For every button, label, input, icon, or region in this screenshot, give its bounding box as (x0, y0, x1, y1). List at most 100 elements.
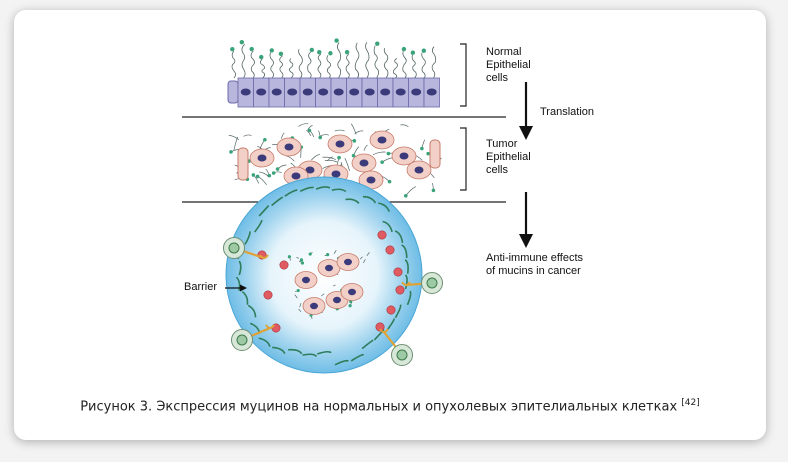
mucin-dot (403, 193, 408, 198)
mucin-dot (317, 49, 322, 55)
mucin-dot (307, 128, 312, 133)
immune-cells (223, 237, 443, 366)
mucin-strand (372, 151, 386, 156)
barrier-strand (241, 290, 249, 305)
mucin-dot (386, 151, 391, 156)
barrier-strand (378, 202, 391, 213)
mucin-strand (298, 308, 302, 312)
figure-caption: Рисунок 3. Экспрессия муцинов на нормаль… (14, 398, 766, 414)
mucin-strand (306, 129, 312, 137)
tumor-epithelial-layer (228, 123, 442, 198)
normal-epithelial-layer (227, 38, 440, 108)
mucin-strand (228, 135, 240, 141)
cell-nucleus (348, 288, 356, 296)
barrier-strand (258, 205, 270, 217)
barrier-strand (238, 260, 242, 276)
cell-nucleus (310, 302, 318, 310)
mucin-strand (322, 156, 336, 160)
mucin-strand (298, 48, 303, 79)
barrier-strand (299, 186, 314, 193)
mucin-strand (321, 293, 325, 297)
mucin-strand (363, 144, 368, 151)
barrier-strand (362, 195, 377, 204)
mucin-strand (359, 256, 363, 260)
binding-dot (279, 260, 289, 270)
cell-nucleus (284, 143, 294, 151)
barrier-strand (254, 219, 263, 233)
cell-nucleus (395, 88, 406, 96)
mucin-strand (279, 55, 284, 79)
mucin-strand (326, 55, 331, 79)
mucin-dot (249, 46, 254, 52)
mucin-dot (348, 304, 352, 308)
mucin-strand (411, 54, 417, 79)
mucin-dot (380, 160, 384, 164)
cell-nucleus (325, 264, 333, 272)
mucin-strand (281, 132, 285, 139)
receptor-fork (259, 254, 269, 259)
mucin-strand (288, 58, 294, 79)
mucin-dot (300, 261, 305, 265)
mucin-strand (296, 257, 299, 259)
barrier-binding-dots (257, 230, 405, 333)
mucin-dot (387, 179, 392, 184)
mucin-strand (366, 252, 370, 257)
mucin-strand (405, 186, 416, 196)
barrier-strand (394, 230, 404, 243)
mucin-strand (257, 176, 267, 186)
mucin-dot (239, 39, 245, 45)
cell-nucleus (305, 166, 315, 174)
mucin-dot (426, 151, 430, 156)
immune-cell-nucleus (396, 349, 408, 361)
cell-nucleus (291, 172, 301, 180)
mucin-dot (318, 135, 323, 140)
bracket-tumor (460, 127, 467, 191)
mucin-strand (354, 42, 360, 79)
mucin-strand (334, 129, 345, 132)
mucin-dot (275, 167, 280, 171)
mucin-strand (231, 50, 236, 79)
immune-cell-nucleus (236, 334, 248, 346)
cell-nucleus (240, 88, 251, 96)
cell-nucleus (414, 166, 424, 174)
tumor-barrier-sphere (225, 176, 423, 374)
mucin-strand (363, 258, 366, 264)
mucin-dot (287, 255, 292, 259)
caption-text: Рисунок 3. Экспрессия муцинов на нормаль… (80, 399, 678, 415)
mucin-strand (294, 294, 298, 299)
binding-dot (395, 285, 405, 295)
receptor-fork (265, 324, 275, 329)
mucin-strand (320, 134, 329, 137)
mucin-strand (233, 136, 239, 151)
mucin-dot (308, 252, 312, 256)
barrier-strand (258, 337, 271, 347)
mucin-dot (420, 146, 424, 151)
cell-nucleus (399, 152, 409, 160)
mucin-strand (324, 159, 338, 163)
cell-nucleus (426, 88, 437, 96)
barrier-mucin-network (235, 186, 412, 366)
anti-immune-arrow (519, 192, 533, 248)
mucin-strand (392, 58, 398, 79)
mucin-strand (345, 53, 350, 79)
barrier-strand (247, 304, 257, 318)
mucin-dot (309, 47, 315, 53)
tumor-cell-edge-right (429, 139, 441, 169)
barrier-strand (302, 353, 318, 358)
mucin-strand (307, 51, 312, 79)
mucin-dot (230, 46, 235, 52)
cell-nucleus (302, 276, 310, 284)
binding-dot (377, 230, 387, 240)
cell-nucleus (380, 88, 391, 96)
caption-reference: [42] (681, 398, 700, 408)
label-normal-epithelial-cells: Normal Epithelial cells (486, 46, 531, 84)
receptor-fork (379, 328, 389, 333)
barrier-strand (350, 353, 364, 362)
barrier-strand (272, 346, 286, 355)
mucin-dot (401, 46, 407, 52)
binding-dot (386, 305, 396, 315)
mucin-expression-diagram (182, 38, 533, 374)
bracket-normal (460, 43, 467, 107)
label-barrier: Barrier (184, 281, 218, 293)
binding-dot (263, 290, 273, 300)
